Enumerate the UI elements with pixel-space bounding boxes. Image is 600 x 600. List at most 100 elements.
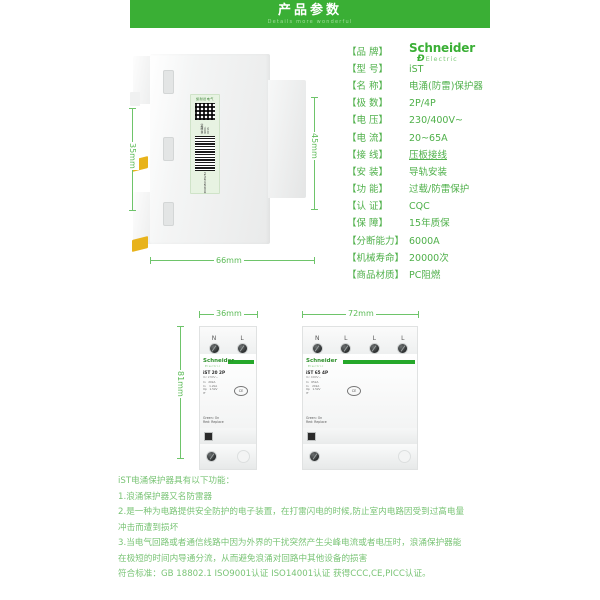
terminal-l: L (340, 335, 352, 354)
terminal-label: N (315, 335, 320, 342)
description-line: 在极短的时间内导通分流，从而避免浪涌对回路中其他设备的损害 (118, 553, 368, 564)
device-4p-terminal-block: N L L L (302, 326, 418, 354)
dim-cap (129, 210, 136, 211)
terminal-l: L (236, 335, 248, 354)
device-2p-terminal-block: N L (199, 326, 257, 354)
sticker-header-text: 施耐德电气 (195, 97, 214, 101)
spec-row: 【电 流】 20~65A (347, 130, 595, 147)
status-indicator (307, 431, 316, 441)
spec-label: 【保 障】 (347, 218, 389, 230)
dim-cap (177, 326, 184, 327)
faceplate-status-text: Green: On Red: Replace (203, 415, 224, 424)
faceplate-model-sub: Uc 400V~ (306, 375, 322, 379)
spec-row: 【安 装】 导轨安装 (347, 164, 595, 181)
device-2p-faceplate: Schneider Electric iST 20 2P Uc 230V~ In… (199, 354, 257, 428)
product-side-view: 施耐德电气 商品编码 4060-0013 3606480165252 35mm … (118, 42, 350, 280)
dim-label-72mm: 72mm (346, 308, 376, 319)
description-line: 3.当电气回路或者通信线路中因为外界的干扰突然产生尖峰电流或者电压时，浪涌保护器… (118, 538, 462, 548)
dim-cap (199, 311, 200, 318)
spec-row: 【型 号】 iST (347, 61, 595, 78)
description-line: 1.浪涌保护器又名防雷器 (118, 491, 213, 502)
product-front-views: 81mm 36mm N L Schneider Electric iST 20 … (170, 300, 440, 470)
description-line: 2.是一种为电路提供安全防护的电子装置，在打雷闪电的时候,防止室内电路因受到过高… (118, 507, 465, 517)
spec-value: iST (409, 63, 424, 75)
terminal-clip (132, 236, 148, 252)
terminal-screw-icon (397, 343, 409, 354)
mounting-hole (237, 450, 250, 463)
sticker-sku-text: 商品编码 4060-0013 (200, 123, 210, 135)
faceplate-logo-sub: Electric (205, 363, 221, 368)
dim-label-35mm: 35mm (126, 142, 139, 170)
brand-green-bar (228, 360, 254, 364)
spec-value: 电涌(防雷)保护器 (409, 80, 483, 92)
spec-row: 【名 称】 电涌(防雷)保护器 (347, 78, 595, 95)
page-subtitle: Details more wonderful (267, 18, 353, 25)
terminal-n: N (208, 335, 220, 354)
spec-row: 【认 证】 CQC (347, 199, 595, 216)
device-2p-indicator-window (199, 428, 257, 444)
dim-cap (314, 257, 315, 264)
device-rear-step (268, 80, 306, 198)
spec-row: 【品 牌】 Schneider Đ Electric (347, 42, 595, 64)
terminal-screw-icon (309, 451, 320, 462)
terminal-screw-icon (340, 343, 352, 354)
faceplate-model: iST 65 4P (306, 370, 329, 375)
dim-cap (150, 257, 151, 264)
dim-cap (129, 108, 136, 109)
spec-value: 压板接线 (409, 149, 448, 161)
terminal-label: L (344, 335, 348, 342)
terminal-label: L (401, 335, 405, 342)
page-header-banner: 产品参数 Details more wonderful (130, 0, 490, 28)
schneider-logo: Schneider Đ Electric (409, 42, 475, 64)
din-rail-tab (130, 92, 140, 106)
spec-value: CQC (409, 201, 430, 213)
dim-cap (177, 458, 184, 459)
terminal-label: N (211, 335, 217, 342)
faceplate-logo: Schneider (203, 358, 235, 364)
description-standards: 符合标准：GB 18802.1 ISO9001认证 ISO14001认证 获得C… (118, 569, 431, 579)
brand-green-bar (343, 360, 415, 364)
spec-label: 【电 压】 (347, 115, 389, 127)
spec-row: 【电 压】 230/400V~ (347, 113, 595, 130)
terminal-l: L (397, 335, 409, 354)
spec-value: 过载/防雷保护 (409, 184, 470, 196)
device-4p-bottom-block (302, 444, 418, 470)
faceplate-logo: Schneider (306, 358, 338, 364)
brand-name-text: Schneider (409, 40, 475, 55)
terminal-screw-icon (208, 343, 220, 354)
spec-label: 【安 装】 (347, 166, 389, 178)
faceplate-logo-sub: Electric (308, 363, 324, 368)
spec-value: 6000A (409, 235, 440, 247)
spec-label: 【接 线】 (347, 149, 389, 161)
barcode (195, 136, 215, 171)
ce-mark-icon: CE (347, 386, 361, 396)
spec-row: 【接 线】 压板接线 (347, 147, 595, 164)
spec-label: 【机械寿命】 (347, 252, 405, 264)
spec-value: 导轨安装 (409, 166, 448, 178)
spec-value: 2P/4P (409, 98, 436, 110)
mounting-hole (398, 450, 411, 463)
product-description: iST电涌保护器具有以下功能： 1.浪涌保护器又名防雷器 2.是一种为电路提供安… (118, 474, 518, 583)
schneider-mark-icon: Đ (417, 53, 425, 64)
barcode-number: 3606480165252 (203, 171, 207, 193)
dim-label-45mm: 45mm (308, 132, 321, 160)
device-2p-bottom-block (199, 444, 257, 470)
device-slot (163, 70, 174, 94)
spec-row: 【分断能力】 6000A (347, 233, 595, 250)
spec-row: 【商品材质】 PC阻燃 (347, 267, 595, 284)
dim-cap (302, 311, 303, 318)
spec-value: 15年质保 (409, 218, 450, 230)
brand-sub-text: Electric (425, 55, 458, 64)
spec-label: 【电 流】 (347, 132, 389, 144)
faceplate-model: iST 20 2P (203, 370, 226, 375)
terminal-screw-icon (368, 343, 380, 354)
device-bottom-notch (133, 192, 153, 244)
device-4p-faceplate: Schneider Electric iST 65 4P Uc 400V~ In… (302, 354, 418, 428)
dim-cap (257, 311, 258, 318)
spec-value: 230/400V~ (409, 115, 463, 127)
spec-label: 【商品材质】 (347, 270, 405, 282)
dim-cap (311, 97, 318, 98)
device-slot (163, 202, 174, 226)
page-title: 产品参数 (277, 2, 342, 18)
device-2p: N L Schneider Electric iST 20 2P Uc 230V… (199, 326, 257, 470)
